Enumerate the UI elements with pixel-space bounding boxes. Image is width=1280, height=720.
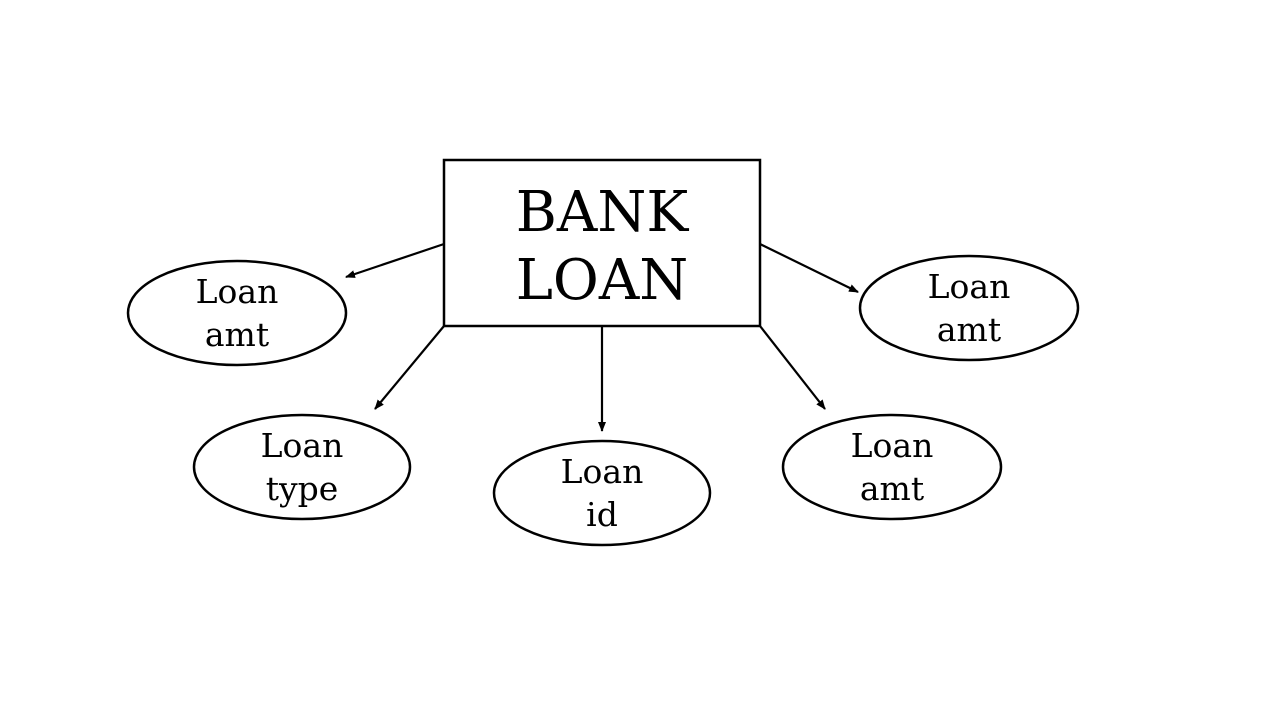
connector-left-top xyxy=(345,242,445,279)
attribute-loan-amt-left: Loan amt xyxy=(126,259,348,367)
attribute-loan-type: Loan type xyxy=(192,413,412,521)
attribute-label-line-1: Loan xyxy=(261,426,344,465)
attribute-loan-amt-bottom: Loan amt xyxy=(781,413,1003,521)
attribute-label-line-1: Loan xyxy=(851,426,934,465)
attribute-label-line-1: Loan xyxy=(196,272,279,311)
attribute-label-line-2: amt xyxy=(205,315,269,354)
attribute-label-line-2: id xyxy=(586,495,618,534)
attribute-label-line-1: Loan xyxy=(928,267,1011,306)
attribute-label-line-2: amt xyxy=(937,310,1001,349)
attribute-label-line-2: type xyxy=(266,469,339,508)
connector-bottom-left xyxy=(374,325,445,410)
attribute-loan-amt-right: Loan amt xyxy=(858,254,1080,362)
attribute-loan-id: Loan id xyxy=(492,439,712,547)
entity-label-line-1: BANK xyxy=(516,180,690,245)
connector-bottom-right xyxy=(759,325,826,410)
attribute-label-line-1: Loan xyxy=(561,452,644,491)
entity-label-line-2: LOAN xyxy=(516,248,689,313)
attribute-label-line-2: amt xyxy=(860,469,924,508)
entity-bank-loan: BANK LOAN xyxy=(442,158,762,328)
connector-right-top xyxy=(759,243,859,293)
